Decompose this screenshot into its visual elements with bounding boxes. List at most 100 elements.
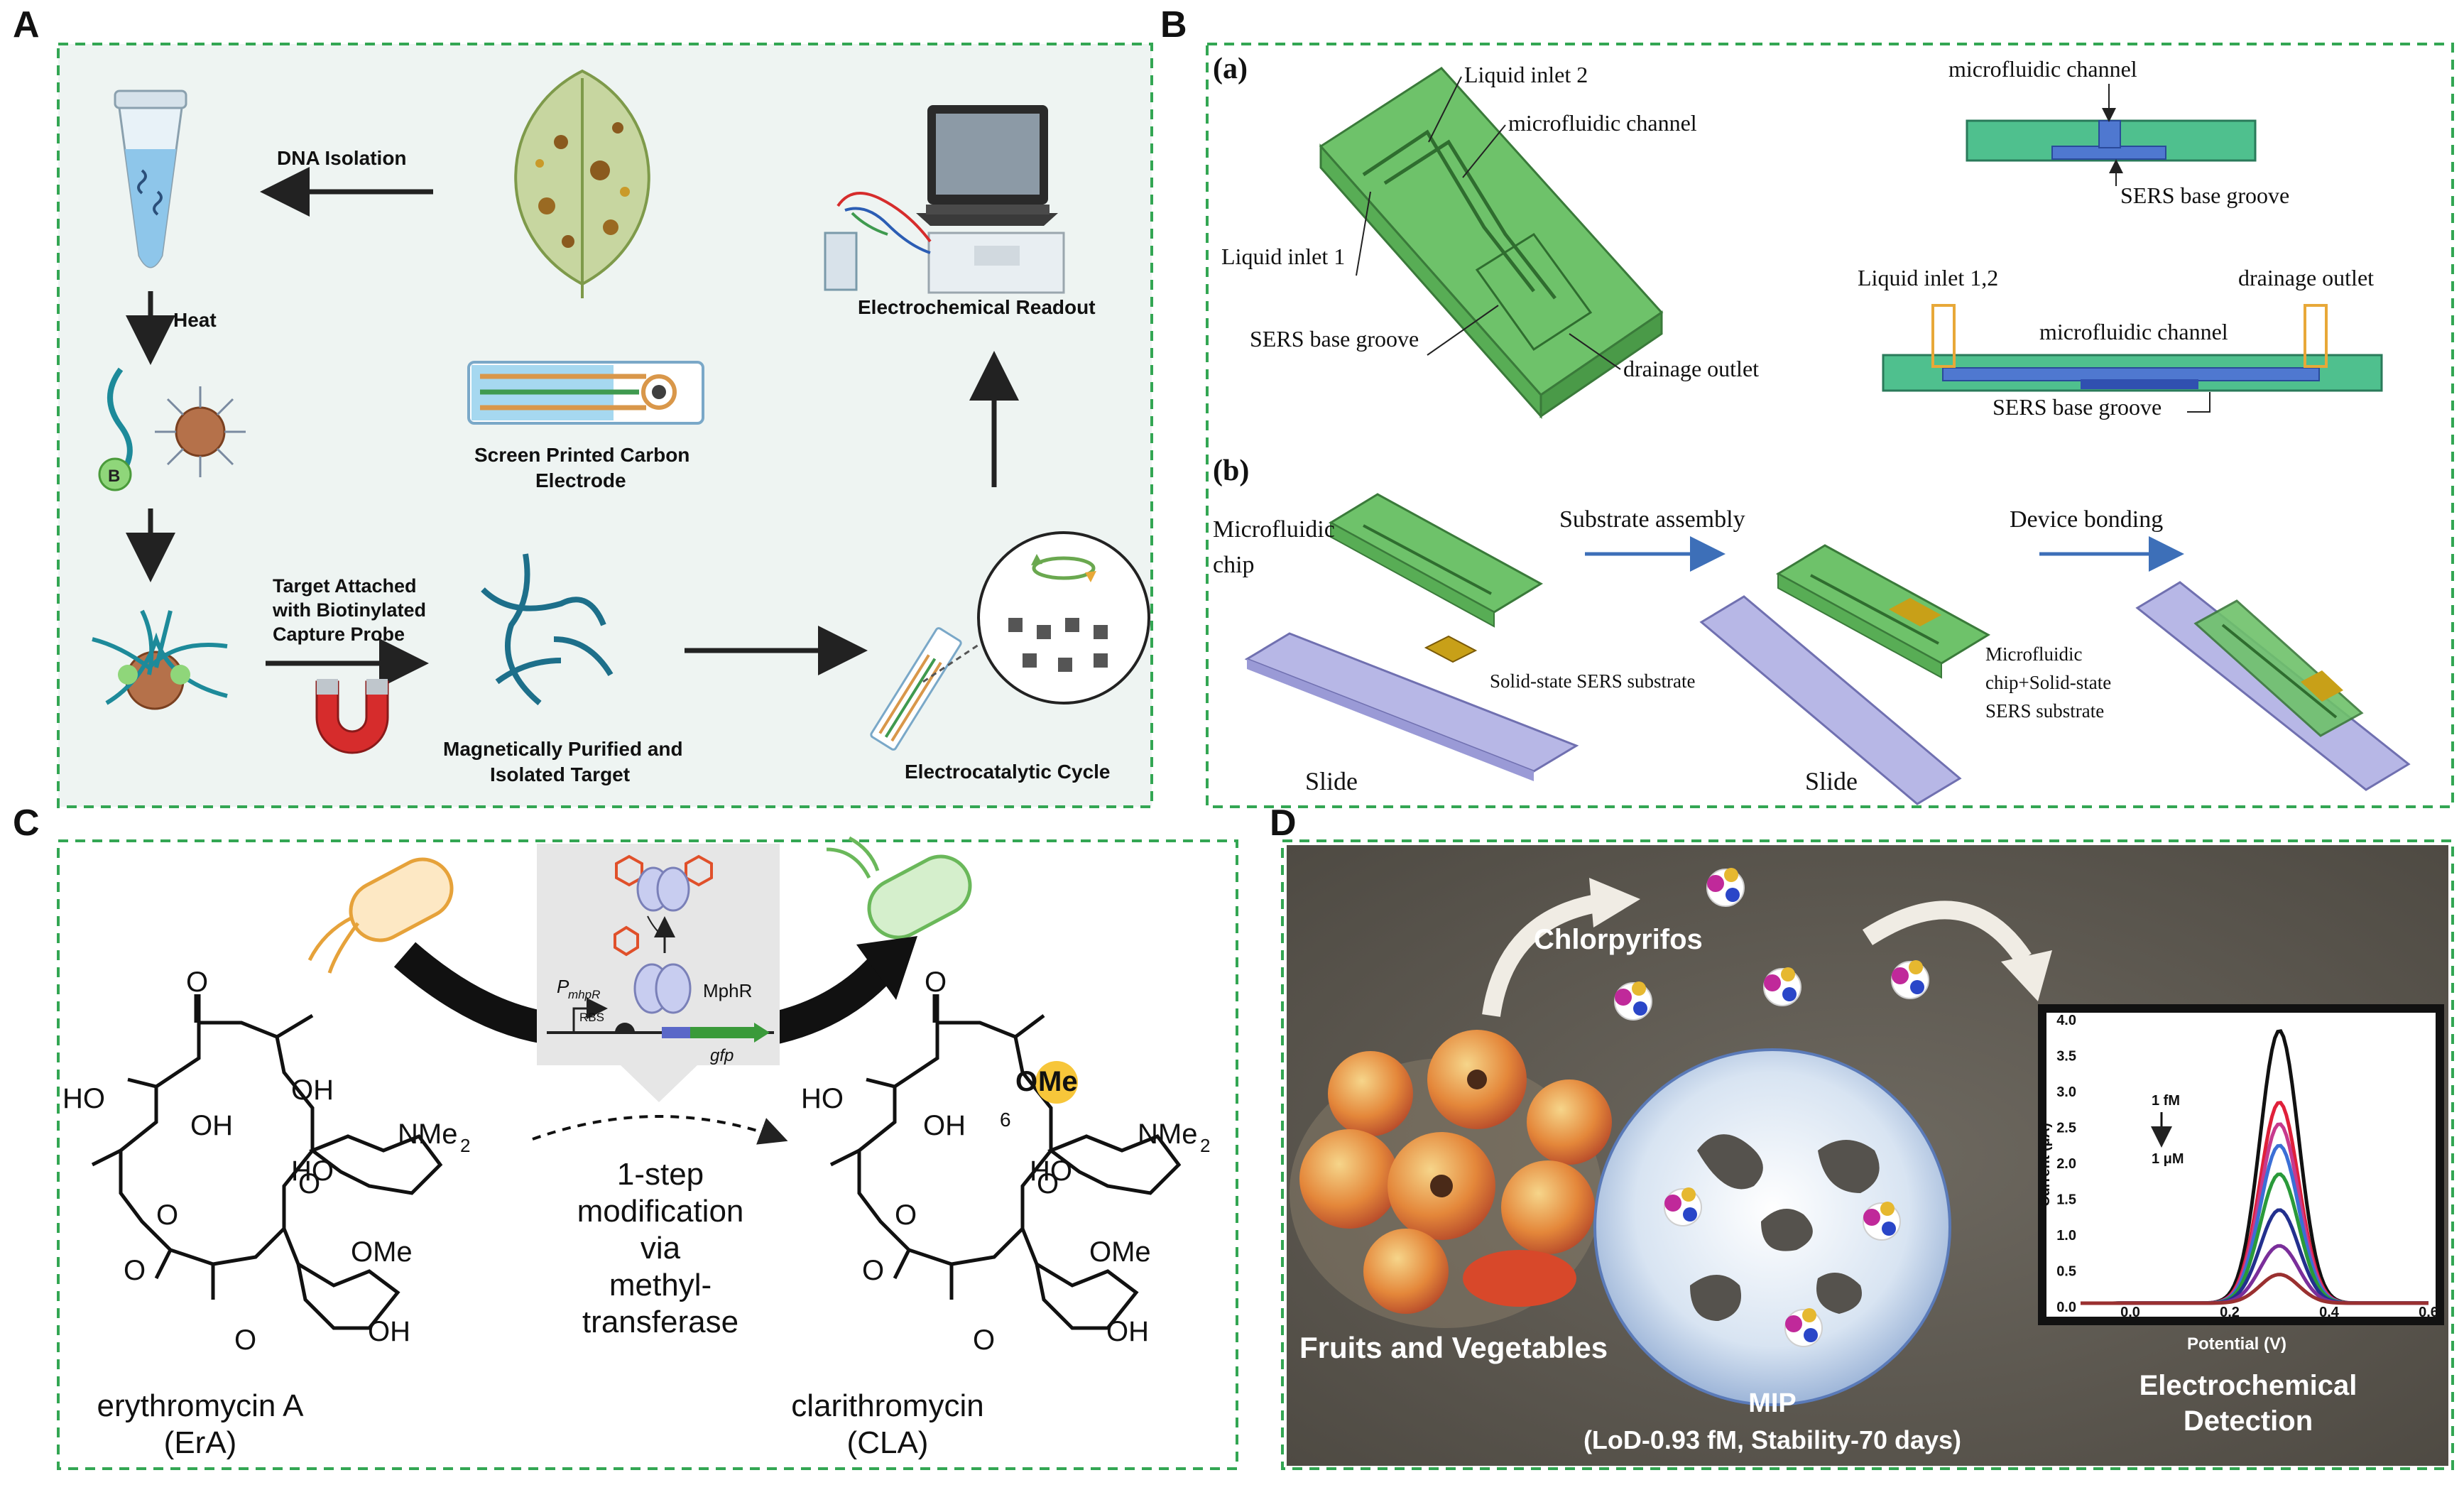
y-tick-label: 0.5 (2056, 1264, 2076, 1280)
ery-label-nme2-sub: 2 (460, 1135, 470, 1156)
x-tick-label: 0.6 (2419, 1305, 2438, 1320)
ery-label-oh-3: OH (368, 1316, 410, 1347)
label-purified-2: Isolated Target (490, 763, 630, 785)
y-tick-label: 0.0 (2056, 1300, 2076, 1315)
erythromycin-structure (91, 994, 443, 1330)
label-fruits: Fruits and Vegetables (1299, 1331, 1608, 1364)
label-liquid-inlet-12: Liquid inlet 1,2 (1858, 265, 1998, 290)
y-tick-label: 1.0 (2056, 1228, 2076, 1244)
fruits-image (1290, 1030, 1612, 1328)
label-sers-groove-1: SERS base groove (1250, 326, 1419, 352)
potentiostat-icon (824, 192, 1065, 294)
label-chip-2: chip (1213, 552, 1255, 578)
panel-a-letter: A (13, 4, 40, 45)
cla-label-o-ring: O (895, 1200, 917, 1231)
ery-label-o-low: O (234, 1324, 256, 1356)
sers-substrate-icon (1424, 635, 1478, 663)
panel-b: B (a) (b) Liquid inlet 2 microfluidic ch… (1160, 4, 2454, 808)
label-solid-state: Solid-state SERS substrate (1490, 670, 1696, 692)
label-dna-isolation: DNA Isolation (277, 147, 407, 169)
ery-label-oh-1: OH (190, 1110, 233, 1141)
device-bonded-icon (2135, 581, 2411, 791)
label-sers-groove-3: SERS base groove (1993, 394, 2162, 420)
label-device-bonding: Device bonding (2010, 506, 2163, 533)
label-sub-b: (b) (1213, 455, 1249, 487)
label-microfluidic-channel-2: microfluidic channel (1948, 56, 2137, 82)
electrocatalytic-icon (870, 531, 1150, 751)
x-tick-label: 0.0 (2120, 1305, 2140, 1320)
cross-section-1 (1966, 119, 2257, 162)
ery-label-o-top: O (186, 967, 208, 998)
label-chlorpyrifos: Chlorpyrifos (1534, 924, 1703, 955)
purified-target-icon (481, 553, 614, 706)
bead-complex-icon (92, 609, 228, 710)
label-microfluidic-channel-1: microfluidic channel (1508, 110, 1697, 136)
label-mphr: MphR (703, 980, 752, 1001)
label-gfp: gfp (710, 1046, 734, 1065)
label-mip: MIP (1748, 1388, 1797, 1418)
label-slide-2: Slide (1805, 767, 1858, 795)
cla-label-oh-1: OH (923, 1110, 966, 1141)
label-microfluidic-channel-3: microfluidic channel (2039, 319, 2228, 344)
label-mod-1: 1-step (617, 1157, 704, 1192)
mip-sphere (1593, 1048, 1951, 1406)
clarithromycin-structure (829, 994, 1182, 1330)
curved-arrow-d-1 (1482, 893, 1606, 1017)
label-mod-3: via (640, 1231, 681, 1266)
panel-d-letter: D (1270, 803, 1297, 844)
label-purified-1: Magnetically Purified and (443, 738, 683, 760)
series-line-7 (2081, 1273, 2428, 1305)
leaf-icon (514, 69, 650, 298)
slide-1-icon (1244, 632, 1579, 781)
panel-c: C (13, 803, 1238, 1470)
cla-label-nme2-sub: 2 (1200, 1135, 1210, 1156)
chart-y-label: Current (μA) (2037, 1123, 2053, 1207)
chart-series-group (2081, 1029, 2428, 1305)
label-rbs: RBS (579, 1011, 604, 1024)
bacterium-green-icon (826, 836, 972, 940)
label-electrochemical: Electrochemical (2139, 1370, 2357, 1401)
label-era: (ErA) (164, 1425, 237, 1460)
cla-label-o-top: O (925, 967, 947, 998)
cla-label-o-methyl: O (1015, 1066, 1037, 1097)
chart-annotation-bottom: 1 μM (2152, 1151, 2184, 1167)
y-tick-label: 4.0 (2056, 1013, 2076, 1028)
y-tick-label: 3.0 (2056, 1084, 2076, 1100)
cla-label-nme2: NMe (1138, 1119, 1197, 1150)
curved-arrow-right (763, 956, 894, 1046)
label-target-2: with Biotinylated (272, 599, 426, 621)
magnet-icon (315, 679, 389, 754)
cla-label-o-low: O (973, 1324, 995, 1356)
label-target-1: Target Attached (273, 575, 417, 597)
label-liquid-inlet-1: Liquid inlet 1 (1221, 244, 1345, 269)
ery-label-nme2: NMe (398, 1119, 457, 1150)
chip-assembled-icon (1775, 544, 1991, 679)
label-cla: (CLA) (847, 1425, 929, 1460)
slide-2-icon (1699, 595, 1962, 805)
label-mod-2: modification (577, 1194, 744, 1229)
label-liquid-inlet-2: Liquid inlet 2 (1464, 62, 1588, 87)
biotin-probe-icon: B (98, 367, 133, 491)
ery-label-o-sugar: O (298, 1168, 320, 1200)
ery-label-ome: OMe (351, 1236, 413, 1268)
x-tick-label: 0.4 (2319, 1305, 2340, 1320)
label-slide-1: Slide (1305, 767, 1358, 795)
panel-d: D Fruits and Vegetables Chlorpyrifos (1270, 803, 2454, 1470)
electrode-icon (467, 361, 704, 425)
ery-label-o-carbonyl: O (124, 1255, 146, 1286)
chip-small-icon (1328, 493, 1544, 628)
label-target-3: Capture Probe (273, 624, 405, 645)
tube-icon (114, 89, 187, 268)
cla-label-o-carbonyl: O (862, 1255, 884, 1286)
laptop-icon (916, 105, 1058, 226)
dashed-arrow (532, 1115, 788, 1145)
panel-b-letter: B (1160, 4, 1187, 45)
label-mod-4: methyl- (609, 1268, 712, 1302)
y-tick-label: 2.0 (2056, 1156, 2076, 1172)
label-substrate-assembly: Substrate assembly (1559, 506, 1745, 533)
label-chip-1: Microfluidic (1213, 516, 1335, 543)
y-tick-label: 1.5 (2056, 1192, 2076, 1208)
